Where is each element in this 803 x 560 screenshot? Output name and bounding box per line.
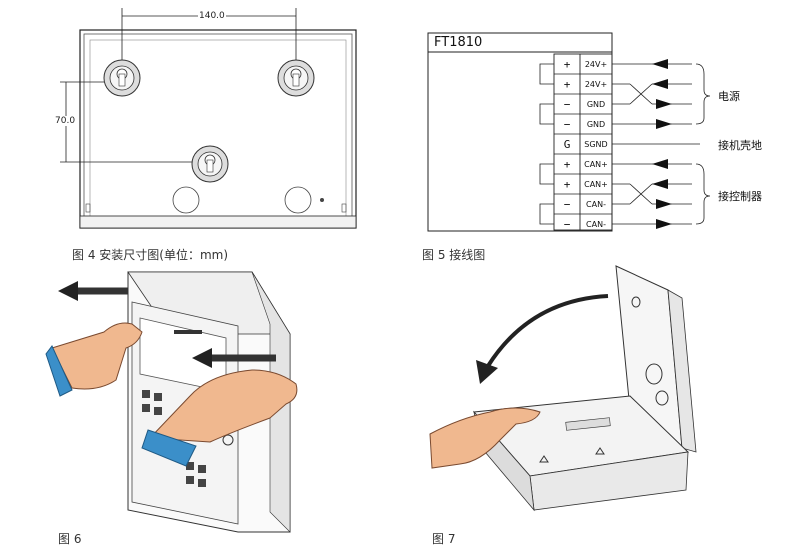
row-sign: G xyxy=(563,138,571,151)
fig7-caption: 图 7 xyxy=(432,532,456,546)
arrow-in-can-2 xyxy=(652,179,668,189)
fig5-terminal-block xyxy=(427,32,711,232)
arrow-out-can-2 xyxy=(656,219,672,229)
fig6-illustration xyxy=(0,262,400,533)
keyhole-top-left xyxy=(103,59,141,97)
terminal-label: 24V+ xyxy=(584,60,608,69)
row-sign: + xyxy=(563,58,571,71)
label-power: 电源 xyxy=(718,90,740,103)
arrow-rotate-cover xyxy=(476,294,609,384)
arrow-out-gnd-1 xyxy=(656,99,672,109)
terminal-label: GND xyxy=(586,120,606,129)
arrow-in-24v-1 xyxy=(652,59,668,69)
row-sign: + xyxy=(563,78,571,91)
fig7-illustration xyxy=(420,262,803,532)
fig6-caption: 图 6 xyxy=(58,532,82,546)
knockout-right xyxy=(284,186,312,214)
dim-horizontal-label: 140.0 xyxy=(198,11,226,21)
device-model-label: FT1810 xyxy=(434,35,483,50)
terminal-label: GND xyxy=(586,100,606,109)
label-controller: 接控制器 xyxy=(718,190,762,203)
terminal-label: CAN+ xyxy=(584,180,608,189)
terminal-label: CAN- xyxy=(586,220,606,229)
arrow-out-gnd-2 xyxy=(656,119,672,129)
row-sign: + xyxy=(563,158,571,171)
row-sign: − xyxy=(563,218,571,231)
fig5-wiring-diagram: FT1810 + + − − G + + − − 24V+ 24V+ GND G… xyxy=(420,0,803,270)
arrow-push-left xyxy=(192,348,276,368)
dim-vertical-label: 70.0 xyxy=(54,116,77,126)
fig4-installation-drawing: 140.0 70.0 xyxy=(0,0,400,270)
fig7-device-drawing xyxy=(429,265,697,512)
fig4-enclosure-outline xyxy=(60,8,357,229)
terminal-label: CAN+ xyxy=(584,160,608,169)
arrow-in-can-1 xyxy=(652,159,668,169)
terminal-label: SGND xyxy=(584,140,608,149)
fig6-device-drawing xyxy=(45,271,298,533)
terminal-label: 24V+ xyxy=(584,80,608,89)
keyhole-center xyxy=(191,145,229,183)
row-sign: + xyxy=(563,178,571,191)
fig4-caption: 图 4 安装尺寸图(单位：mm) xyxy=(72,248,229,262)
fig5-caption: 图 5 接线图 xyxy=(422,248,486,262)
knockout-left xyxy=(172,186,200,214)
keyhole-top-right xyxy=(277,59,315,97)
arrow-in-24v-2 xyxy=(652,79,668,89)
terminal-label: CAN- xyxy=(586,200,606,209)
row-sign: − xyxy=(563,198,571,211)
arrow-pull-left xyxy=(58,281,128,301)
row-sign: − xyxy=(563,118,571,131)
label-ground: 接机壳地 xyxy=(718,139,762,152)
row-sign: − xyxy=(563,98,571,111)
arrow-out-can-1 xyxy=(656,199,672,209)
